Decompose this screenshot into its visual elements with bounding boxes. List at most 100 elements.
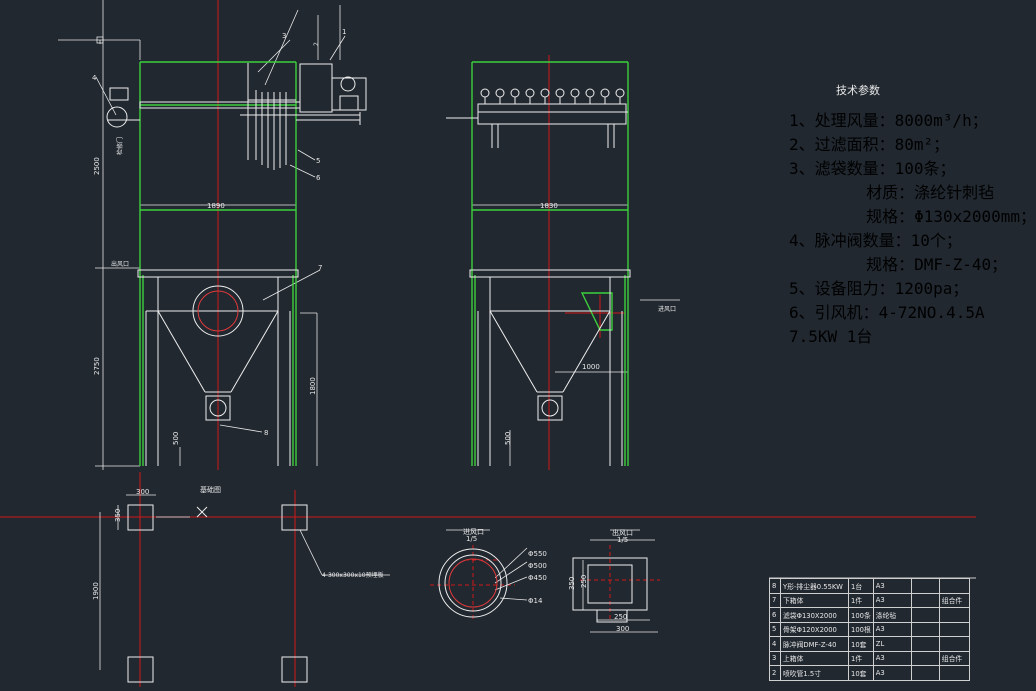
callout-3: 3 (282, 32, 286, 40)
bom-cell (938, 665, 970, 681)
bom-cell: 10套 (848, 665, 874, 681)
flange-d1: Φ550 (528, 550, 547, 558)
bom-cell: 骨架Φ120X2000 (780, 621, 849, 637)
bom-cell: 8 (769, 578, 781, 594)
sq-b1: 250 (614, 613, 627, 621)
bom-cell: 7 (769, 592, 781, 608)
callout-4: 4 (92, 74, 97, 82)
bom-cell: 1件 (848, 650, 874, 666)
spec-line-3: 3、滤袋数量：100条； (789, 159, 956, 178)
outlet-label-top: 出风口 (111, 260, 129, 268)
bom-cell: 3 (769, 650, 781, 666)
bom-cell: 6 (769, 607, 781, 623)
callout-6: 6 (316, 174, 321, 182)
callout-1: 1 (342, 28, 346, 36)
bom-cell (938, 607, 970, 623)
bom-cell (910, 578, 940, 594)
bom-cell: 5 (769, 621, 781, 637)
outlet-scale: 1/5 (617, 536, 628, 544)
bom-cell (938, 636, 970, 652)
bom-cell: 100根 (848, 621, 874, 637)
bom-cell (910, 665, 940, 681)
plan-label: 基础图 (200, 485, 221, 494)
dim-500-a: 500 (172, 432, 180, 445)
flange-d2: Φ500 (528, 562, 547, 570)
bom-cell: 2 (769, 665, 781, 681)
bom-cell: A3 (872, 592, 912, 608)
spec-line-5: 规格：Φ130x2000mm； (789, 207, 1036, 226)
bom-cell (910, 650, 940, 666)
dim-500-b: 500 (504, 432, 512, 445)
sq-outer: 350 (568, 577, 576, 590)
callout-2: 2 (313, 42, 320, 46)
dimension-texts: 1890 1830 2500 2750 1800 500 500 1000 30… (92, 28, 676, 633)
bom-cell (910, 636, 940, 652)
spec-title: 技术参数 (836, 84, 880, 97)
sq-b2: 300 (616, 625, 629, 633)
dim-w2: 1830 (540, 202, 558, 210)
bom-cell: 滤袋Φ130X2000 (780, 607, 849, 623)
spec-line-7: 规格：DMF-Z-40； (789, 255, 1008, 274)
dim-fp-len: 1900 (92, 582, 100, 600)
bom-cell: 脉冲阀DMF-Z-40 (780, 636, 849, 652)
structure-outlines (139, 61, 629, 466)
side-label: 进风口 (658, 305, 676, 313)
bom-cell (938, 578, 970, 594)
callout-7: 7 (318, 264, 322, 272)
equipment-details (106, 63, 648, 683)
bom-cell: Y形-排尘器0.55KW (780, 578, 849, 594)
spec-line-9: 6、引风机：4-72NO.4.5A (789, 303, 985, 322)
bom-cell: ZL (872, 636, 912, 652)
bom-cell (938, 621, 970, 637)
bom-cell: 100条 (848, 607, 874, 623)
pulse-valves (480, 88, 625, 104)
bom-cell: A3 (872, 578, 912, 594)
bom-cell: 10套 (848, 636, 874, 652)
spec-line-4: 材质：涤纶针刺毡 (789, 183, 995, 202)
bom-cell (910, 621, 940, 637)
dim-h-mid: 1800 (309, 377, 317, 395)
dim-h-lower: 2750 (93, 357, 101, 375)
bom-cell (910, 592, 940, 608)
spec-line-8: 5、设备阻力：1200pa； (789, 279, 969, 298)
spec-line-6: 4、脉冲阀数量：10个； (789, 231, 962, 250)
spec-line-1: 1、处理风量：8000m³/h； (789, 111, 988, 130)
bom-cell: 喷吹管1.5寸 (780, 665, 849, 681)
bom-cell: A3 (872, 621, 912, 637)
flange-holes: Φ14 (528, 597, 543, 605)
bom-cell: 4 (769, 636, 781, 652)
bom-cell: 下箱体 (780, 592, 849, 608)
dim-w1: 1890 (207, 202, 225, 210)
dim-h-upper: 2500 (93, 157, 101, 175)
bom-cell: 上箱体 (780, 650, 849, 666)
dimension-lines (58, 0, 680, 670)
bom-cell: 1台 (848, 578, 874, 594)
cad-drawing: 1890 1830 2500 2750 1800 500 500 1000 30… (0, 0, 976, 687)
inlet-label: 进风口 (463, 528, 484, 536)
outlet-label: 出风口 (612, 528, 633, 537)
spec-line-10: 7.5KW 1台 (789, 327, 873, 346)
dim-fp-300: 300 (136, 488, 149, 496)
bom-cell (910, 607, 940, 623)
callout-5: 5 (316, 157, 320, 165)
bom-cell: 1件 (848, 592, 874, 608)
sq-inner: 250 (580, 575, 588, 588)
bom-cell: A3 (872, 665, 912, 681)
spec-lines: 1、处理风量：8000m³/h； 2、过滤面积：80m²； 3、滤袋数量：100… (789, 107, 1036, 347)
dim-1000: 1000 (582, 363, 600, 371)
bom-cell: 涤纶毡 (872, 607, 912, 623)
fp-note: 4-300x300x10预埋板 (322, 571, 384, 579)
bom-cell: 组合件 (938, 592, 970, 608)
dim-fp-side: 350 (114, 509, 122, 522)
callout-8: 8 (264, 429, 268, 437)
